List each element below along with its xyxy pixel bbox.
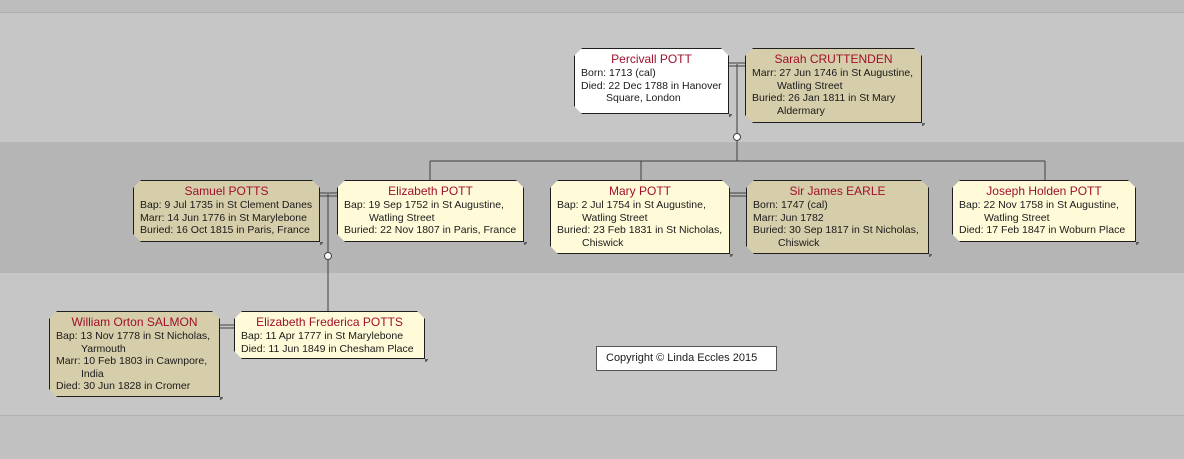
fact-text: Bap: 22 Nov 1758 in St Augustine,	[959, 199, 1119, 211]
fact-text: Buried: 26 Jan 1811 in St Mary	[752, 92, 896, 104]
person-name: Joseph Holden POTT	[986, 184, 1102, 198]
person-fact: Died: 30 Jun 1828 in Cromer	[56, 380, 213, 393]
fact-text: Buried: 16 Oct 1815 in Paris, France	[140, 224, 310, 236]
fact-continuation: Chiswick	[778, 236, 820, 249]
person-fact: Marr: 27 Jun 1746 in St Augustine,Watlin…	[752, 67, 915, 92]
background-band-bottom	[0, 416, 1184, 459]
person-fact: Buried: 23 Feb 1831 in St Nicholas,Chisw…	[557, 224, 723, 249]
fact-continuation: India	[81, 367, 104, 380]
person-name: Sarah CRUTTENDEN	[774, 52, 893, 66]
person-fact: Bap: 11 Apr 1777 in St Marylebone	[241, 330, 418, 343]
fact-text: Bap: 2 Jul 1754 in St Augustine,	[557, 199, 706, 211]
person-fact: Buried: 22 Nov 1807 in Paris, France	[344, 224, 517, 237]
fact-text: Died: 11 Jun 1849 in Chesham Place	[241, 342, 414, 355]
person-fact: Born: 1747 (cal)	[753, 199, 922, 212]
fact-continuation: Watling Street	[984, 211, 1050, 224]
fact-text: Bap: 11 Apr 1777 in St Marylebone	[241, 330, 404, 342]
fact-text: Marr: 14 Jun 1776 in St Marylebone	[140, 211, 307, 224]
person-name: Samuel POTTS	[184, 184, 269, 198]
fact-text: Bap: 19 Sep 1752 in St Augustine,	[344, 199, 504, 211]
fact-continuation: Aldermary	[777, 104, 825, 117]
fact-text: Marr: 10 Feb 1803 in Cawnpore,	[56, 355, 208, 367]
person-fact: Died: 17 Feb 1847 in Woburn Place	[959, 224, 1129, 237]
fact-text: Born: 1713 (cal)	[581, 67, 656, 79]
fact-continuation: Watling Street	[777, 79, 843, 92]
fact-text: Buried: 23 Feb 1831 in St Nicholas,	[557, 224, 723, 236]
marriage-node-potts-pott	[324, 252, 332, 260]
person-fact: Marr: 10 Feb 1803 in Cawnpore,India	[56, 355, 213, 380]
person-fact: Died: 11 Jun 1849 in Chesham Place	[241, 343, 418, 356]
fact-text: Marr: 27 Jun 1746 in St Augustine,	[752, 67, 914, 79]
person-fact: Marr: 14 Jun 1776 in St Marylebone	[140, 212, 313, 225]
fact-text: Marr: Jun 1782	[753, 211, 824, 224]
person-name: Sir James EARLE	[789, 184, 886, 198]
fact-continuation: Yarmouth	[81, 342, 126, 355]
fact-text: Died: 22 Dec 1788 in Hanover	[581, 79, 722, 92]
fact-text: Buried: 22 Nov 1807 in Paris, France	[344, 224, 517, 236]
background-band-top	[0, 0, 1184, 13]
person-fact: Bap: 13 Nov 1778 in St Nicholas,Yarmouth	[56, 330, 213, 355]
fact-continuation: Watling Street	[369, 211, 435, 224]
person-name: Mary POTT	[609, 184, 671, 198]
marriage-node-pott-cruttenden	[733, 133, 741, 141]
person-name: Percivall POTT	[611, 52, 692, 66]
fact-text: Died: 30 Jun 1828 in Cromer	[56, 380, 191, 392]
person-name: William Orton SALMON	[71, 315, 198, 329]
fact-text: Bap: 13 Nov 1778 in St Nicholas,	[56, 330, 211, 342]
person-fact: Born: 1713 (cal)	[581, 67, 722, 80]
fact-text: Born: 1747 (cal)	[753, 199, 828, 211]
fact-text: Buried: 30 Sep 1817 in St Nicholas,	[753, 224, 919, 236]
fact-continuation: Chiswick	[582, 236, 624, 249]
person-name: Elizabeth Frederica POTTS	[256, 315, 403, 329]
fact-text: Bap: 9 Jul 1735 in St Clement Danes	[140, 199, 313, 211]
fact-text: Died: 17 Feb 1847 in Woburn Place	[959, 224, 1126, 236]
fact-continuation: Square, London	[606, 92, 681, 104]
person-fact: Marr: Jun 1782	[753, 212, 922, 225]
person-fact: Bap: 2 Jul 1754 in St Augustine,Watling …	[557, 199, 723, 224]
person-fact: Buried: 30 Sep 1817 in St Nicholas,Chisw…	[753, 224, 922, 249]
person-name: Elizabeth POTT	[388, 184, 473, 198]
person-fact: Bap: 22 Nov 1758 in St Augustine,Watling…	[959, 199, 1129, 224]
fact-continuation: Watling Street	[582, 211, 648, 224]
person-fact: Buried: 16 Oct 1815 in Paris, France	[140, 224, 313, 237]
person-fact: Bap: 19 Sep 1752 in St Augustine,Watling…	[344, 199, 517, 224]
copyright-notice: Copyright © Linda Eccles 2015	[596, 346, 777, 371]
person-fact: Bap: 9 Jul 1735 in St Clement Danes	[140, 199, 313, 212]
